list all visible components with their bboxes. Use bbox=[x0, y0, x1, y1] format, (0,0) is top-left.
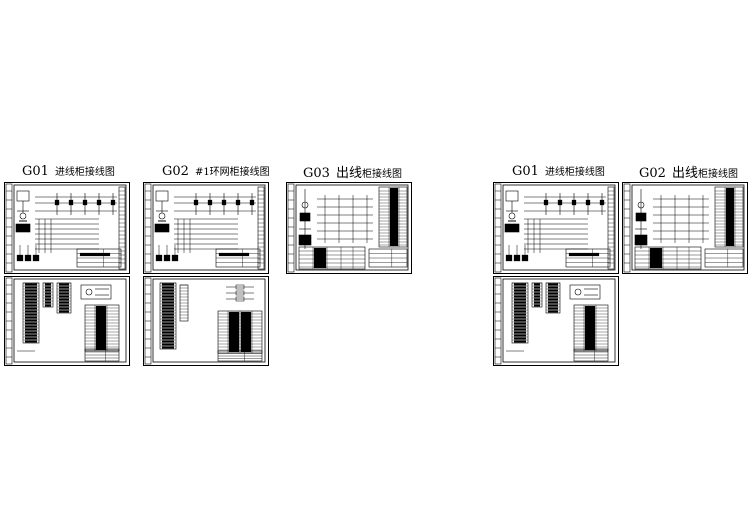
wiring-drawing bbox=[494, 183, 616, 273]
wiring-drawing bbox=[623, 183, 745, 273]
drawing-title-g01-right: G01 进线柜接线图 bbox=[512, 165, 605, 180]
drawing-title-g03: G03 出线柜接线图 bbox=[303, 167, 402, 182]
drawing-desc: 进线柜接线图 bbox=[54, 167, 115, 178]
drawing-desc-lead: 出线 bbox=[335, 166, 362, 181]
terminal-sheet-g01-right bbox=[493, 276, 619, 366]
terminal-sheet-g01-left bbox=[4, 276, 130, 366]
drawing-desc-lead: 出线 bbox=[671, 166, 698, 181]
drawing-desc-rest: 柜接线图 bbox=[361, 169, 402, 180]
wiring-drawing bbox=[5, 183, 127, 273]
drawing-desc: #1环网柜接线图 bbox=[194, 167, 270, 178]
drawing-code: G03 bbox=[303, 166, 330, 181]
schematic-sheet-g01-right bbox=[493, 182, 619, 274]
wiring-drawing bbox=[494, 277, 616, 365]
drawing-code: G01 bbox=[22, 164, 49, 179]
drawing-code: G02 bbox=[639, 166, 666, 181]
drawing-code: G01 bbox=[512, 164, 539, 179]
drawing-title-g02-right: G02 出线柜接线图 bbox=[639, 167, 738, 182]
schematic-sheet-g01-left bbox=[4, 182, 130, 274]
schematic-sheet-g02-left bbox=[143, 182, 269, 274]
wiring-drawing bbox=[5, 277, 127, 365]
drawing-desc: 进线柜接线图 bbox=[544, 167, 605, 178]
wiring-drawing bbox=[144, 183, 266, 273]
terminal-sheet-g02-left bbox=[143, 276, 269, 366]
schematic-sheet-g03 bbox=[286, 182, 412, 274]
drawing-title-g02-left: G02 #1环网柜接线图 bbox=[162, 165, 270, 180]
schematic-sheet-g02-right bbox=[622, 182, 748, 274]
wiring-drawing bbox=[144, 277, 266, 365]
drawing-code: G02 bbox=[162, 164, 189, 179]
drawing-title-g01-left: G01 进线柜接线图 bbox=[22, 165, 115, 180]
wiring-drawing bbox=[287, 183, 409, 273]
drawing-desc-rest: 柜接线图 bbox=[697, 169, 738, 180]
